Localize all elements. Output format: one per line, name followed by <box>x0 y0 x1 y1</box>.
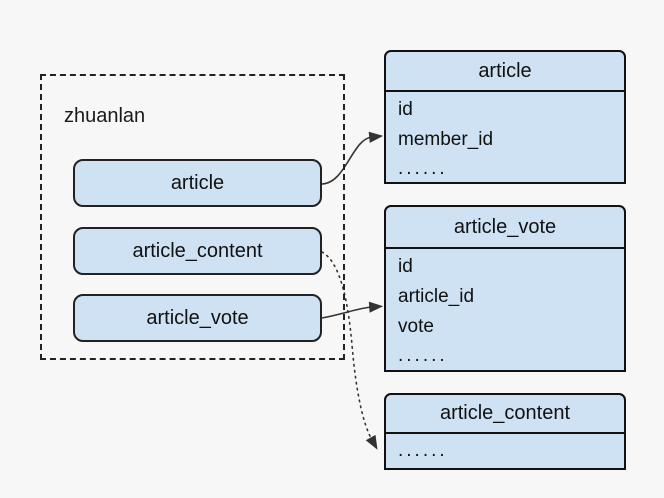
field-vote: vote <box>398 316 434 337</box>
table-article[interactable]: article id member_id ...... <box>384 50 626 184</box>
node-article-vote[interactable]: article_vote <box>73 294 322 342</box>
table-article-fields: id member_id ...... <box>386 92 624 185</box>
node-article[interactable]: article <box>73 159 322 207</box>
node-article-content[interactable]: article_content <box>73 227 322 275</box>
field-ellipsis: ...... <box>398 440 448 461</box>
field-ellipsis: ...... <box>398 158 448 179</box>
table-article-content-title: article_content <box>386 395 624 434</box>
node-article-content-label: article_content <box>132 239 263 262</box>
table-article-content[interactable]: article_content ...... <box>384 393 626 470</box>
node-article-vote-label: article_vote <box>146 306 249 329</box>
table-article-vote[interactable]: article_vote id article_id vote ...... <box>384 205 626 372</box>
node-article-label: article <box>170 171 225 194</box>
table-article-content-fields: ...... <box>386 434 624 467</box>
table-article-vote-fields: id article_id vote ...... <box>386 249 624 372</box>
field-article-id: article_id <box>398 286 475 307</box>
field-id: id <box>398 256 413 277</box>
table-article-vote-title: article_vote <box>386 207 624 249</box>
field-ellipsis: ...... <box>398 345 448 366</box>
group-label: zhuanlan <box>64 105 146 127</box>
field-member-id: member_id <box>398 129 494 150</box>
table-article-title: article <box>386 52 624 92</box>
field-id: id <box>398 99 413 120</box>
zhuanlan-group-box[interactable] <box>40 74 345 360</box>
